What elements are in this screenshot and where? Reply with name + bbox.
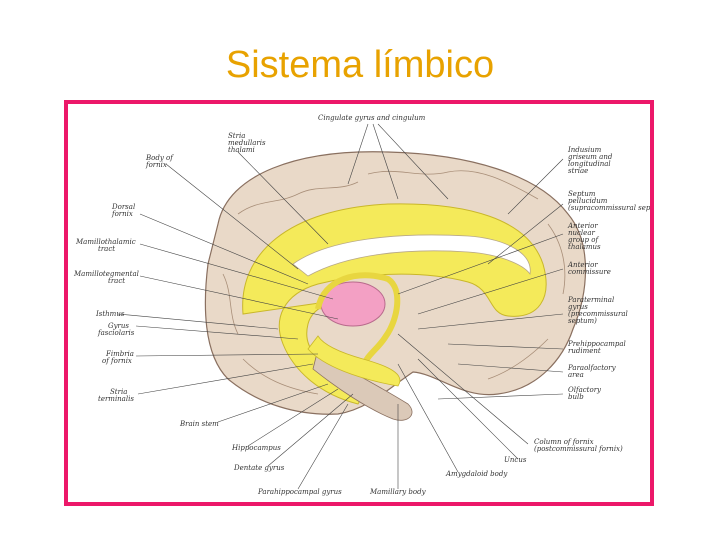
corpus-callosum xyxy=(292,234,531,277)
label-anterior-nuclear: Anterior nuclear group of thalamus xyxy=(567,222,601,251)
label-mamillary: Mamillary body xyxy=(369,488,427,496)
fornix xyxy=(315,272,401,368)
label-uncus: Uncus xyxy=(504,456,527,464)
label-paraolfactory: Paraolfactory area xyxy=(567,364,618,379)
label-body-fornix: Body of fornix xyxy=(145,154,175,169)
label-anterior-commissure: Anterior commissure xyxy=(567,261,611,276)
label-dentate: Dentate gyrus xyxy=(233,464,285,472)
slide-title: Sistema límbico xyxy=(225,44,495,86)
label-stria-medullaris: Stria medullaris thalami xyxy=(228,132,268,154)
label-indusium: Indusium griseum and longitudinal striae xyxy=(567,146,615,175)
label-dorsal-fornix: Dorsal fornix xyxy=(111,203,137,218)
label-mamillotegmental: Mamillotegmental tract xyxy=(73,270,141,285)
leader-lines xyxy=(117,123,564,490)
label-cingulate: Cingulate gyrus and cingulum xyxy=(318,114,426,122)
label-stria-terminalis: Stria terminalis xyxy=(98,388,134,403)
diagram-frame: Cingulate gyrus and cingulum Stria medul… xyxy=(64,100,654,506)
label-brain-stem: Brain stem xyxy=(179,420,219,428)
gyri-texture xyxy=(222,170,566,395)
label-prehippocampal: Prehippocampal rudiment xyxy=(567,340,628,355)
label-hippocampus: Hippocampus xyxy=(231,444,281,452)
label-olfactory: Olfactory bulb xyxy=(568,386,603,401)
label-paraterminal: Paraterminal gyrus (precommissural septu… xyxy=(567,296,630,325)
label-septum: Septum pellucidum (supracommissural sept… xyxy=(568,190,650,212)
label-isthmus: Isthmus xyxy=(95,310,125,318)
hippocampus xyxy=(307,335,401,387)
label-gyrus-fasciolaris: Gyrus fasciolaris xyxy=(97,322,135,337)
label-fimbria: Fimbria of fornix xyxy=(102,350,136,365)
label-mamillothalamic: Mamillothalamic tract xyxy=(75,238,138,253)
label-column-fornix: Column of fornix (postcommissural fornix… xyxy=(534,438,623,453)
label-amygdaloid: Amygdaloid body xyxy=(445,470,508,478)
limbic-system-diagram: Cingulate gyrus and cingulum Stria medul… xyxy=(73,114,650,496)
label-parahippocampal: Parahippocampal gyrus xyxy=(257,488,342,496)
